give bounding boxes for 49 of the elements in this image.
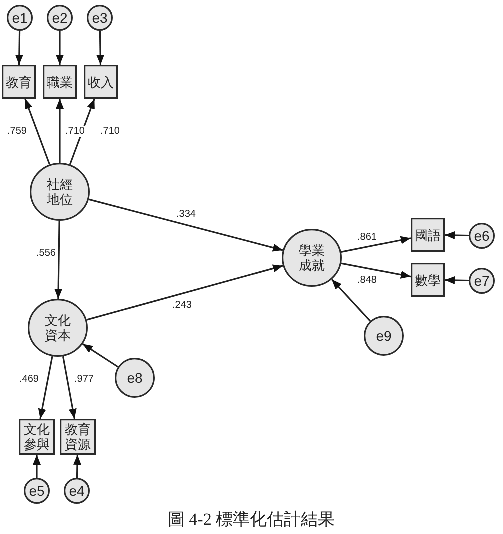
arrow: [24, 98, 51, 165]
error-circle: e4: [64, 478, 90, 504]
variable-box: 收入: [84, 65, 118, 99]
error-circle: e9: [364, 316, 404, 356]
arrow: [341, 236, 412, 253]
edge-label: .759: [6, 126, 28, 136]
arrow: [86, 264, 284, 321]
arrow: [82, 344, 119, 368]
arrow: [331, 279, 372, 322]
arrow: [341, 262, 412, 279]
caption: 圖 4-2 標準化估計結果: [166, 510, 336, 530]
arrow: [56, 31, 64, 65]
variable-box: 國語: [411, 218, 445, 252]
variable-box: 職業: [43, 65, 77, 99]
variable-circle: 學業成就: [282, 229, 342, 287]
error-circle: e8: [115, 358, 155, 398]
error-circle: e2: [47, 5, 73, 31]
arrow: [444, 276, 470, 284]
edge-label: .556: [36, 248, 57, 258]
variable-box: 文化參與: [19, 419, 55, 455]
edge-label: .243: [172, 300, 193, 310]
arrow: [38, 356, 54, 420]
error-circle: e6: [469, 223, 495, 249]
arrow: [444, 232, 470, 240]
error-circle: e5: [24, 478, 50, 504]
arrow: [88, 198, 284, 252]
variable-box: 教育資源: [60, 419, 96, 455]
edge-label: .710: [100, 126, 121, 136]
variable-box: 教育: [2, 65, 36, 99]
arrow: [73, 454, 82, 478]
arrow: [56, 99, 64, 163]
edge-label: .848: [356, 274, 378, 286]
variable-circle: 文化資本: [28, 299, 88, 357]
edge-label: .710: [64, 126, 86, 136]
error-circle: e7: [469, 268, 495, 294]
arrow: [54, 220, 63, 300]
arrow: [62, 356, 77, 420]
error-circle: e1: [7, 5, 33, 31]
arrow: [15, 30, 24, 66]
variable-box: 數學: [411, 263, 445, 297]
arrow: [69, 98, 96, 165]
error-circle: e3: [87, 5, 113, 31]
edge-label: .469: [18, 374, 40, 384]
variable-circle: 社經地位: [30, 163, 90, 221]
arrow: [96, 30, 105, 66]
edge-label: .977: [74, 374, 95, 384]
arrow: [33, 455, 41, 478]
edge-label: .861: [356, 232, 378, 242]
edge-label: .334: [176, 208, 197, 220]
